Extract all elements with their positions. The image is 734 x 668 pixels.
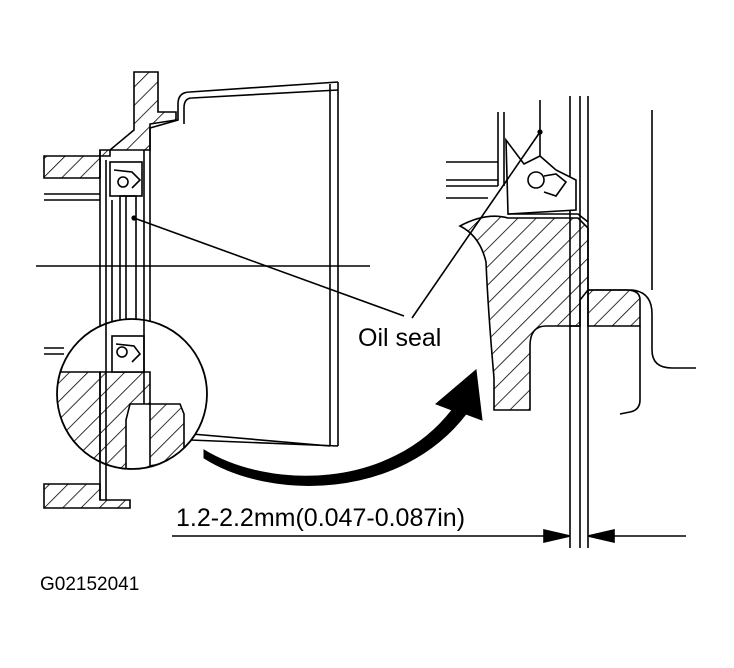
housing-section xyxy=(458,215,589,411)
figure-id: G02152041 xyxy=(40,574,139,595)
leader-dot-left xyxy=(131,215,137,221)
dimension-line xyxy=(172,528,686,544)
dimension-label: 1.2-2.2mm(0.047-0.087in) xyxy=(176,504,465,532)
detail-circle xyxy=(56,318,208,470)
cup-outline xyxy=(149,81,339,129)
leader-dot-right xyxy=(537,129,543,135)
oil-seal-label: Oil seal xyxy=(358,324,441,352)
dimension-arrow-right xyxy=(587,528,615,544)
right-cap xyxy=(587,289,641,327)
enlarged-section xyxy=(133,96,696,548)
detail-arrow xyxy=(203,369,483,486)
dimension-arrow-left xyxy=(543,528,571,544)
lower-housing xyxy=(43,483,131,509)
